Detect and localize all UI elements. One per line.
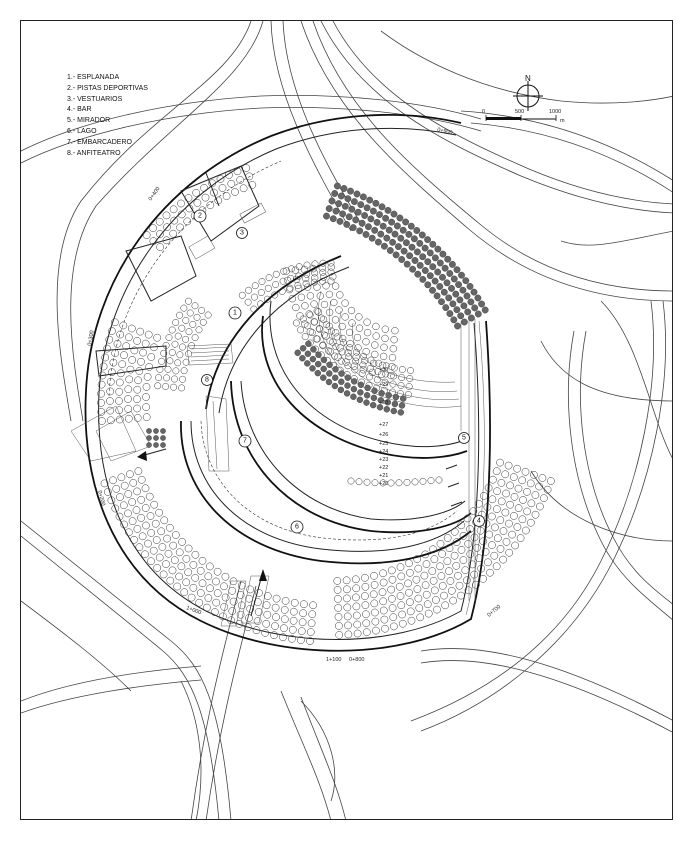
chainage-0-700: 0+700 <box>486 604 502 619</box>
level-label: +20 <box>379 481 388 487</box>
tree-groves <box>97 164 555 645</box>
level-label: +23 <box>379 457 388 463</box>
plan-frame: N 0 500 1000 m 1 2 3 4 5 6 7 8 0+900 0+4… <box>20 20 673 820</box>
promenade-and-lake <box>180 255 472 565</box>
chainage-0-300: 0+300 <box>87 330 96 346</box>
svg-text:4: 4 <box>477 518 481 525</box>
svg-text:6: 6 <box>295 524 299 531</box>
access-ramps <box>137 448 463 627</box>
marker-8: 8 <box>201 374 213 386</box>
scale-label-1000: 1000 <box>549 109 561 115</box>
level-label: +27 <box>379 422 388 428</box>
level-label: +29 <box>379 382 388 388</box>
site-plan-drawing: N 0 500 1000 m 1 2 3 4 5 6 7 8 0+900 0+4… <box>21 21 672 819</box>
legend-item-embarcadero: 7.- EMBARCADERO <box>67 138 132 146</box>
level-labels: +30 +29 +28 +27 +26 +25 +24 +23 +22 +21 +20 <box>379 367 388 487</box>
north-label: N <box>525 74 531 83</box>
svg-text:8: 8 <box>205 377 209 384</box>
legend-item-mirador: 5.- MIRADOR <box>67 117 111 125</box>
svg-text:1: 1 <box>233 310 237 317</box>
marker-2: 2 <box>193 209 207 223</box>
area-markers: 1 2 3 4 5 6 7 8 <box>193 209 485 534</box>
marker-6: 6 <box>290 520 304 534</box>
chainage-0-800: 0+800 <box>349 657 364 663</box>
legend: 1.- ESPLANADA 2.- PISTAS DEPORTIVAS 3.- … <box>67 73 148 159</box>
highway-ramps <box>21 21 672 819</box>
marker-1: 1 <box>228 306 242 320</box>
svg-text:7: 7 <box>243 438 247 445</box>
scale-bar: 0 500 1000 m <box>482 109 565 124</box>
svg-text:3: 3 <box>240 230 244 237</box>
level-label: +26 <box>379 432 388 438</box>
level-label: +30 <box>379 367 388 373</box>
north-arrow: N <box>513 74 543 111</box>
level-label: +22 <box>379 465 388 471</box>
level-label: +24 <box>379 449 388 455</box>
legend-item-anfiteatro: 8.- ANFITEATRO <box>67 149 121 157</box>
chainage-0-400: 0+400 <box>148 186 162 202</box>
svg-text:2: 2 <box>198 213 202 220</box>
chainage-1-000: 1+000 <box>185 605 202 616</box>
chainage-0-900: 0+900 <box>437 127 453 136</box>
level-label: +21 <box>379 473 388 479</box>
scale-label-0: 0 <box>482 109 485 115</box>
chainage-labels: 0+900 0+400 0+300 0+200 1+000 1+100 0+80… <box>87 127 502 663</box>
marker-5: 5 <box>458 432 470 444</box>
scale-unit: m <box>560 118 565 124</box>
chainage-0-200: 0+200 <box>96 490 106 506</box>
chainage-1-100: 1+100 <box>326 657 341 663</box>
marker-7: 7 <box>238 434 252 448</box>
scale-label-500: 500 <box>515 109 524 115</box>
level-label: +28 <box>379 400 388 406</box>
svg-text:5: 5 <box>462 435 466 442</box>
marker-3: 3 <box>236 227 248 239</box>
level-label: +25 <box>379 441 388 447</box>
marker-4: 4 <box>473 515 485 527</box>
legend-item-esplanada: 1.- ESPLANADA <box>67 74 120 81</box>
terrace-contours <box>318 290 476 601</box>
legend-item-bar: 4.- BAR <box>67 106 92 114</box>
legend-item-lago: 6.- LAGO <box>67 127 97 135</box>
legend-item-vestuarios: 3.- VESTUARIOS <box>67 95 123 103</box>
legend-item-pistas-deportivas: 2.- PISTAS DEPORTIVAS <box>67 84 148 92</box>
